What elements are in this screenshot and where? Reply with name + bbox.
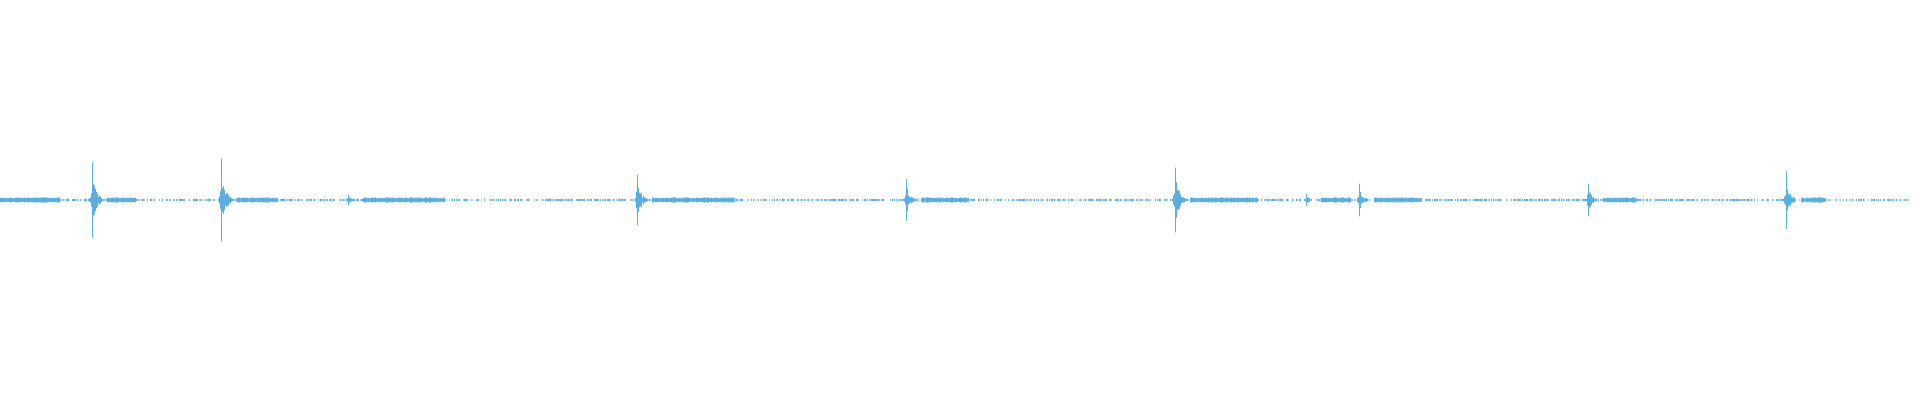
waveform-peak	[1357, 183, 1422, 217]
waveform-peak	[347, 194, 445, 206]
waveform-peak	[635, 174, 735, 226]
waveform-peak	[89, 162, 136, 238]
waveform-peak	[1172, 167, 1258, 233]
waveform-peak	[1305, 193, 1351, 207]
waveform-peak	[903, 179, 969, 221]
waveform-peak	[1586, 183, 1636, 217]
waveform-segment	[0, 197, 60, 203]
waveform-trace	[0, 158, 1909, 242]
waveform-peak	[1783, 171, 1826, 229]
waveform-peak	[218, 158, 278, 242]
